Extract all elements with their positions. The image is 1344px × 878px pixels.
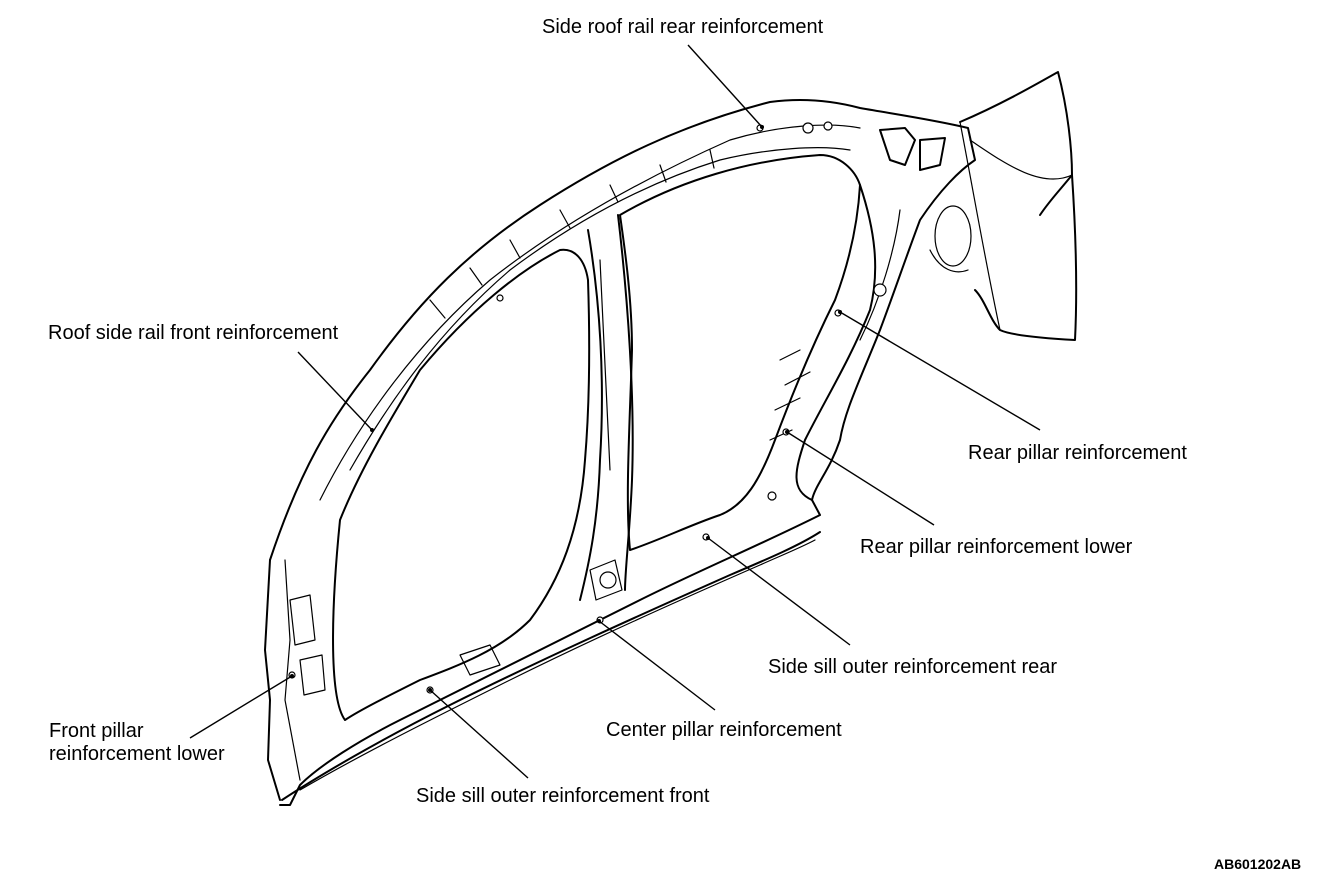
figure-code: AB601202AB [1214, 856, 1302, 872]
rear-quarter-panel [929, 71, 1078, 341]
label-roof-side-rail-front-reinforcement: Roof side rail front reinforcement [48, 322, 339, 344]
label-side-sill-outer-reinforcement-rear: Side sill outer reinforcement rear [768, 656, 1058, 678]
leader-rear-pillar-lower [786, 431, 935, 526]
label-center-pillar-reinforcement: Center pillar reinforcement [606, 719, 842, 741]
label-front-pillar-reinforcement-lower-line2: reinforcement lower [49, 743, 225, 765]
label-front-pillar-reinforcement-lower-line1: Front pillar [49, 720, 144, 742]
leader-side-sill-rear [707, 537, 851, 646]
body-side-frame [264, 99, 976, 806]
leader-side-roof-rail-rear [687, 44, 763, 128]
leader-front-pillar-lower [189, 675, 293, 739]
label-side-roof-rail-rear-reinforcement: Side roof rail rear reinforcement [542, 16, 824, 38]
leader-lines [189, 44, 1041, 779]
mounting-holes [288, 121, 887, 694]
label-rear-pillar-reinforcement-lower: Rear pillar reinforcement lower [860, 536, 1133, 558]
leader-roof-side-rail-front [297, 351, 373, 431]
leader-rear-pillar [839, 311, 1041, 431]
label-rear-pillar-reinforcement: Rear pillar reinforcement [968, 442, 1187, 464]
label-side-sill-outer-reinforcement-front: Side sill outer reinforcement front [416, 785, 710, 807]
leader-center-pillar [598, 620, 716, 711]
leader-side-sill-front [429, 689, 529, 779]
